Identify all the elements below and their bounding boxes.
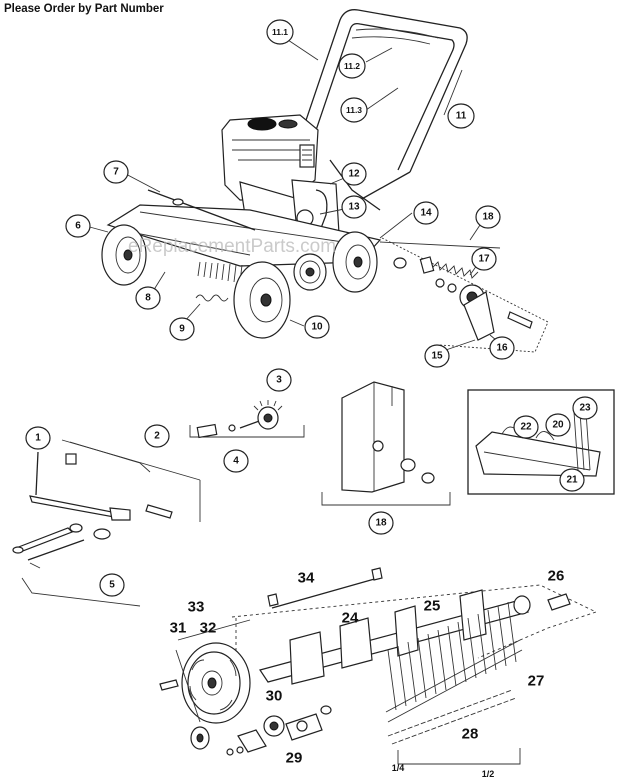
label-25: 25: [424, 598, 441, 615]
svg-text:7: 7: [113, 167, 119, 178]
svg-text:8: 8: [145, 293, 151, 304]
callout-6: 6: [65, 214, 91, 238]
callout-11-1: 11.1: [266, 19, 294, 45]
svg-text:23: 23: [579, 403, 591, 414]
svg-text:11.3: 11.3: [346, 105, 362, 115]
svg-text:20: 20: [552, 420, 564, 431]
callout-11: 11: [447, 103, 475, 129]
callout-9: 9: [169, 317, 195, 341]
svg-text:5: 5: [109, 580, 115, 591]
label-31: 31: [170, 620, 187, 637]
callout-16: 16: [489, 336, 515, 360]
callout-17: 17: [471, 247, 497, 271]
tine-shaft-assembly: [159, 567, 598, 765]
callout-2: 2: [144, 424, 170, 448]
spring-16: [431, 261, 479, 279]
drive-pulley: [293, 253, 327, 291]
label-26: 26: [548, 568, 565, 585]
svg-text:2: 2: [154, 431, 160, 442]
svg-text:4: 4: [233, 456, 239, 467]
label-34: 34: [298, 570, 315, 587]
callout-8: 8: [135, 286, 161, 310]
callout-10: 10: [304, 315, 330, 339]
callout-1: 1: [25, 426, 51, 450]
label-29: 29: [286, 750, 303, 767]
callout-3: 3: [266, 368, 292, 392]
svg-text:3: 3: [276, 375, 282, 386]
callout-18-bottom: 18: [368, 511, 394, 535]
wheel-bracket: [459, 284, 495, 341]
svg-text:14: 14: [420, 208, 432, 219]
callout-4: 4: [223, 449, 249, 473]
inset-box: [467, 389, 615, 495]
callout-23: 23: [572, 396, 598, 420]
svg-text:21: 21: [566, 475, 578, 486]
label-32: 32: [200, 620, 217, 637]
svg-text:18: 18: [375, 518, 387, 529]
label-28: 28: [462, 726, 479, 743]
callout-5: 5: [99, 573, 125, 597]
svg-text:16: 16: [496, 343, 508, 354]
watermark: eReplacementParts.com: [128, 236, 336, 257]
label-quarter: 1/4: [392, 763, 405, 773]
wheel-front-left: [101, 224, 147, 286]
svg-text:18: 18: [482, 212, 494, 223]
gear-assembly-3-4: [189, 400, 305, 439]
wheel-rear: [332, 231, 378, 293]
wheel-front-right: [233, 261, 291, 339]
svg-text:6: 6: [75, 221, 81, 232]
callout-14: 14: [413, 201, 439, 225]
bracket-18: [321, 381, 451, 506]
label-27: 27: [528, 673, 545, 690]
callout-7: 7: [103, 160, 129, 184]
callout-11-2: 11.2: [338, 53, 366, 79]
callout-21: 21: [559, 468, 585, 492]
svg-text:22: 22: [520, 422, 532, 433]
callout-13: 13: [341, 195, 367, 219]
svg-text:11.2: 11.2: [344, 61, 360, 71]
svg-text:9: 9: [179, 324, 185, 335]
callout-15: 15: [424, 344, 450, 368]
callout-18-top: 18: [475, 205, 501, 229]
callout-22: 22: [513, 415, 539, 439]
label-24: 24: [342, 610, 359, 627]
callout-20: 20: [545, 413, 571, 437]
callout-11-3: 11.3: [340, 97, 368, 123]
page-title: Please Order by Part Number: [4, 3, 164, 15]
svg-text:15: 15: [431, 351, 443, 362]
svg-text:12: 12: [348, 169, 360, 180]
svg-text:13: 13: [348, 202, 360, 213]
label-30: 30: [266, 688, 283, 705]
rod-assembly-1-2: [29, 439, 201, 522]
label-half: 1/2: [482, 769, 495, 779]
svg-text:17: 17: [478, 254, 490, 265]
svg-text:10: 10: [311, 322, 323, 333]
svg-text:1: 1: [35, 433, 41, 444]
rod-assembly-5: [12, 523, 141, 607]
dethatcher-assembly: [101, 9, 549, 353]
svg-text:11.1: 11.1: [272, 27, 288, 37]
label-33: 33: [188, 599, 205, 616]
callout-12: 12: [341, 162, 367, 186]
svg-text:11: 11: [456, 111, 467, 122]
